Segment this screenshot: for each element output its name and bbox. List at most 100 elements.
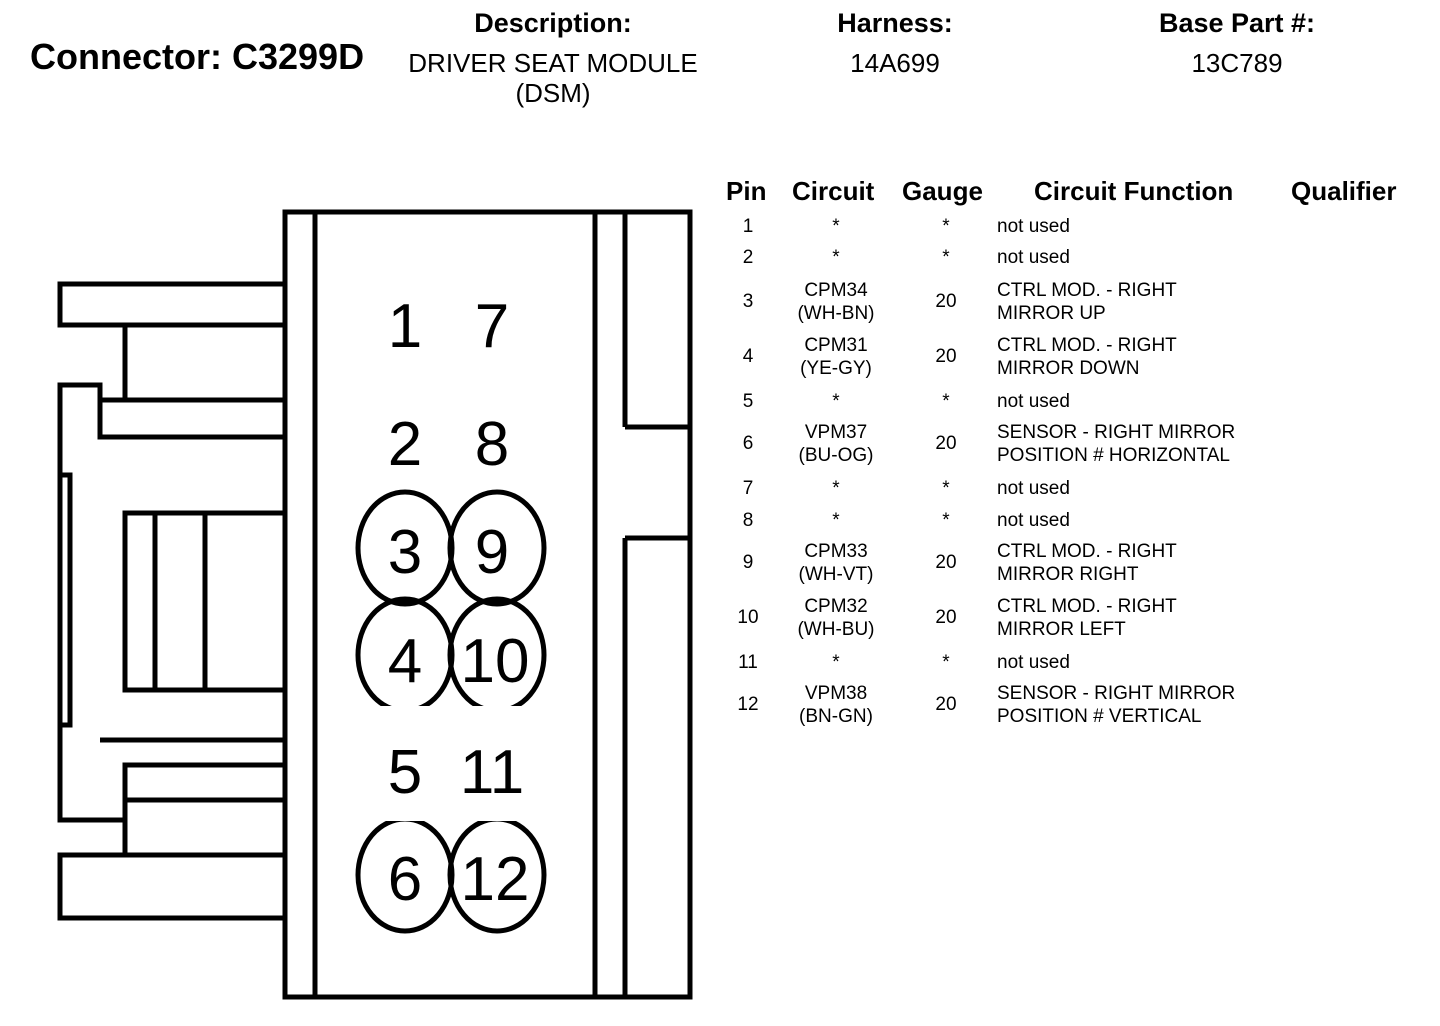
circuit-id: *	[786, 509, 886, 532]
wire-gauge: *	[942, 478, 950, 499]
circuit-line: CPM34	[804, 280, 868, 301]
table-row: 5 * * not used	[718, 390, 1418, 413]
function-line: not used	[997, 510, 1070, 531]
function-line: MIRROR DOWN	[997, 358, 1140, 379]
header-circuit-function: Circuit Function	[1034, 176, 1234, 206]
pin-label-1: 1	[388, 292, 422, 361]
pin-number: 5	[742, 391, 754, 412]
circuit-line: *	[832, 652, 840, 673]
pin-number: 2	[742, 247, 754, 268]
circuit-line: (WH-BU)	[797, 619, 875, 640]
description-line-1: DRIVER SEAT MODULE	[408, 48, 698, 78]
circuit-line: VPM37	[804, 422, 868, 443]
circuit-id: *	[786, 246, 886, 269]
wire-gauge: 20	[935, 291, 957, 312]
function-line: SENSOR - RIGHT MIRROR	[997, 422, 1236, 443]
circuit-function: not used	[997, 215, 1297, 238]
circuit-line: *	[832, 391, 840, 412]
pin-number: 7	[742, 478, 754, 499]
circuit-id: *	[786, 390, 886, 413]
pin-label-7: 7	[475, 292, 509, 361]
circuit-line: (BU-OG)	[798, 445, 874, 466]
base-part-value: 13C789	[1191, 48, 1283, 78]
wire-gauge: 20	[935, 346, 957, 367]
function-line: CTRL MOD. - RIGHT	[997, 541, 1177, 562]
circuit-id: *	[786, 651, 886, 674]
pin-number: 9	[742, 552, 754, 573]
table-row: 8 * * not used	[718, 509, 1418, 532]
base-part-label: Base Part #:	[1158, 8, 1316, 38]
circuit-function: not used	[997, 246, 1297, 269]
pin-number: 4	[742, 346, 754, 367]
wire-gauge: 20	[935, 607, 957, 628]
pin-row-gap	[350, 813, 550, 821]
circuit-function: not used	[997, 390, 1297, 413]
harness-value: 14A699	[850, 48, 940, 78]
pin-number: 8	[742, 510, 754, 531]
circuit-id: VPM37(BU-OG)	[786, 421, 886, 467]
circuit-line: (YE-GY)	[800, 358, 872, 379]
wire-gauge: *	[942, 510, 950, 531]
pin-label-4: 4	[388, 627, 422, 696]
pin-number: 11	[738, 652, 758, 673]
function-line: SENSOR - RIGHT MIRROR	[997, 683, 1236, 704]
pin-number: 6	[742, 433, 754, 454]
harness-label: Harness:	[837, 8, 953, 38]
function-line: POSITION # HORIZONTAL	[997, 445, 1230, 466]
circuit-id: CPM32(WH-BU)	[786, 595, 886, 641]
header-gauge: Gauge	[902, 176, 983, 206]
header-pin: Pin	[726, 176, 767, 206]
circuit-line: CPM33	[804, 541, 868, 562]
description-line-2: (DSM)	[515, 78, 591, 108]
function-line: CTRL MOD. - RIGHT	[997, 280, 1177, 301]
wire-gauge: 20	[935, 552, 957, 573]
pin-9-circle	[447, 489, 547, 607]
pin-number: 12	[737, 694, 759, 715]
function-line: CTRL MOD. - RIGHT	[997, 335, 1177, 356]
connector-title: Connector: C3299D	[30, 36, 365, 77]
circuit-id: VPM38(BN-GN)	[786, 682, 886, 728]
wire-gauge: *	[942, 391, 950, 412]
function-line: not used	[997, 478, 1070, 499]
circuit-line: (WH-VT)	[798, 564, 874, 585]
table-row: 1**not used	[718, 215, 1418, 238]
pin-label-9: 9	[475, 518, 509, 587]
circuit-line: VPM38	[804, 683, 868, 704]
pin-label-8: 8	[475, 410, 509, 479]
table-row: 7 * * not used	[718, 477, 1418, 500]
wire-gauge: 20	[935, 433, 957, 454]
pin-label-6: 6	[388, 845, 422, 914]
pin-label-5: 5	[388, 738, 422, 807]
header-qualifier: Qualifier	[1291, 176, 1397, 206]
connector-face-diagram: 1 7 2 8 3 9 4 10 5 11 6 12	[57, 209, 693, 1000]
table-row: 11**not used	[718, 651, 1418, 674]
pin-numbers: 1 7 2 8 3 9 4 10 5 11 6 12	[388, 292, 530, 914]
function-line: not used	[997, 391, 1070, 412]
function-line: POSITION # VERTICAL	[997, 706, 1202, 727]
function-line: not used	[997, 216, 1070, 237]
pin-number: 10	[737, 607, 759, 628]
circuit-function: not used	[997, 509, 1297, 532]
circuit-id: *	[786, 477, 886, 500]
circuit-id: CPM34(WH-BN)	[786, 279, 886, 325]
pin-label-10: 10	[461, 627, 530, 696]
wire-gauge: *	[942, 247, 950, 268]
circuit-line: CPM32	[804, 596, 868, 617]
function-line: MIRROR UP	[997, 303, 1106, 324]
circuit-line: *	[832, 247, 840, 268]
pin-label-12: 12	[461, 845, 530, 914]
wire-gauge: *	[942, 216, 950, 237]
description-label: Description:	[474, 8, 632, 38]
circuit-id: *	[786, 215, 886, 238]
pin-label-2: 2	[388, 410, 422, 479]
